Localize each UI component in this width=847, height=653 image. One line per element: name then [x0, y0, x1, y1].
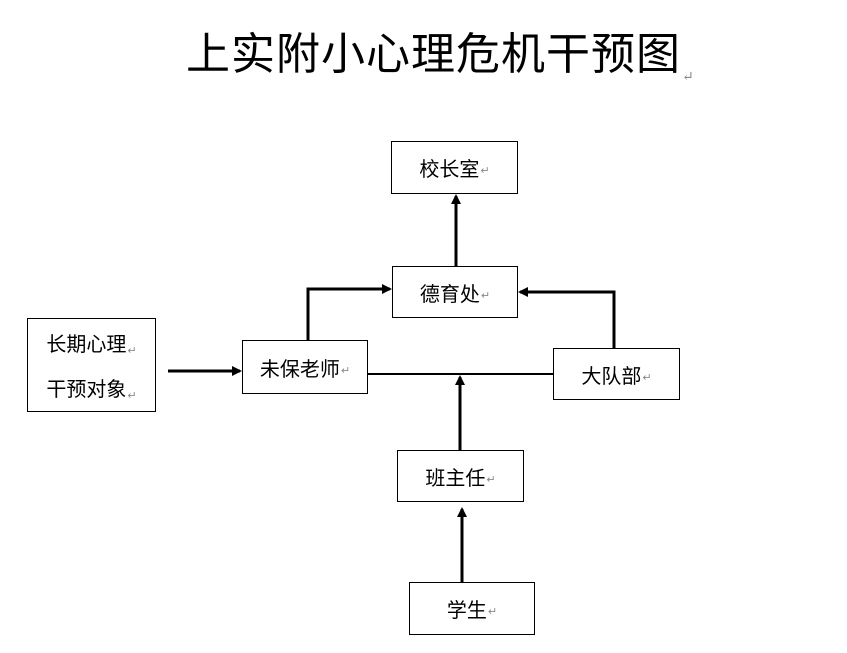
node-student-label: 学生: [446, 598, 487, 622]
node-teacher-label: 未保老师: [259, 356, 340, 381]
node-brigade: 大队部↵: [553, 348, 680, 400]
node-student: 学生↵: [409, 582, 535, 635]
paragraph-mark-icon: ↵: [480, 288, 491, 302]
node-class-teacher: 班主任↵: [397, 450, 524, 502]
node-target-line1: 长期心理↵: [46, 328, 136, 357]
node-principal-label: 校长室: [419, 157, 480, 181]
paragraph-mark-icon: ↵: [127, 389, 137, 402]
node-principal: 校长室↵: [391, 141, 518, 194]
node-long-term-target: 长期心理↵ 干预对象↵: [27, 318, 156, 412]
arrow-brigade-to-moral: [518, 287, 616, 348]
paragraph-mark-icon: ↵: [340, 363, 351, 377]
paragraph-mark-icon: ↵: [487, 605, 498, 618]
paragraph-mark-icon: ↵: [642, 370, 652, 384]
node-target-line1-text: 长期心理: [46, 332, 127, 356]
paragraph-mark-icon: ↵: [486, 472, 496, 486]
node-moral-office-label: 德育处: [419, 281, 480, 306]
node-brigade-label: 大队部: [581, 363, 642, 388]
paragraph-mark-icon: ↵: [127, 344, 137, 357]
node-class-teacher-label: 班主任: [425, 465, 486, 490]
arrow-teacher-to-moral: [306, 284, 392, 340]
node-teacher: 未保老师↵: [242, 340, 368, 394]
paragraph-mark-icon: ↵: [480, 164, 490, 177]
node-moral-office: 德育处↵: [392, 266, 518, 318]
paragraph-mark-icon: ↵: [682, 69, 695, 85]
node-target-line2-text: 干预对象: [46, 377, 127, 401]
page-title: 上实附小心理危机干预图↵: [186, 18, 695, 85]
title-text: 上实附小心理危机干预图: [186, 29, 681, 80]
node-target-line2: 干预对象↵: [46, 373, 136, 402]
